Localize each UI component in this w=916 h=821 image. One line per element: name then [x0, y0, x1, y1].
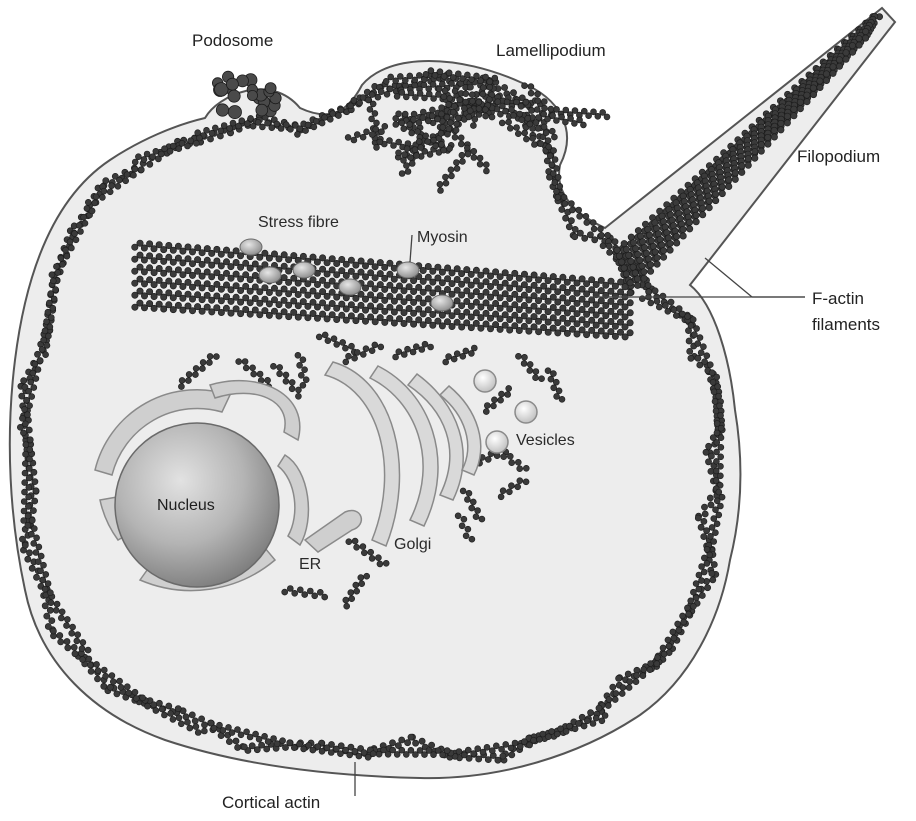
label-filopodium: Filopodium — [797, 147, 880, 167]
label-f-actin-line2: filaments — [812, 315, 880, 335]
label-stress-fibre: Stress fibre — [258, 214, 339, 232]
label-podosome: Podosome — [192, 31, 273, 51]
label-golgi: Golgi — [394, 536, 431, 554]
label-vesicles: Vesicles — [516, 432, 575, 450]
label-f-actin-line1: F-actin — [812, 289, 864, 309]
label-er: ER — [299, 556, 321, 574]
label-cortical-actin: Cortical actin — [222, 793, 320, 813]
label-nucleus: Nucleus — [157, 497, 215, 515]
label-lamellipodium: Lamellipodium — [496, 41, 606, 61]
label-myosin: Myosin — [417, 229, 468, 247]
